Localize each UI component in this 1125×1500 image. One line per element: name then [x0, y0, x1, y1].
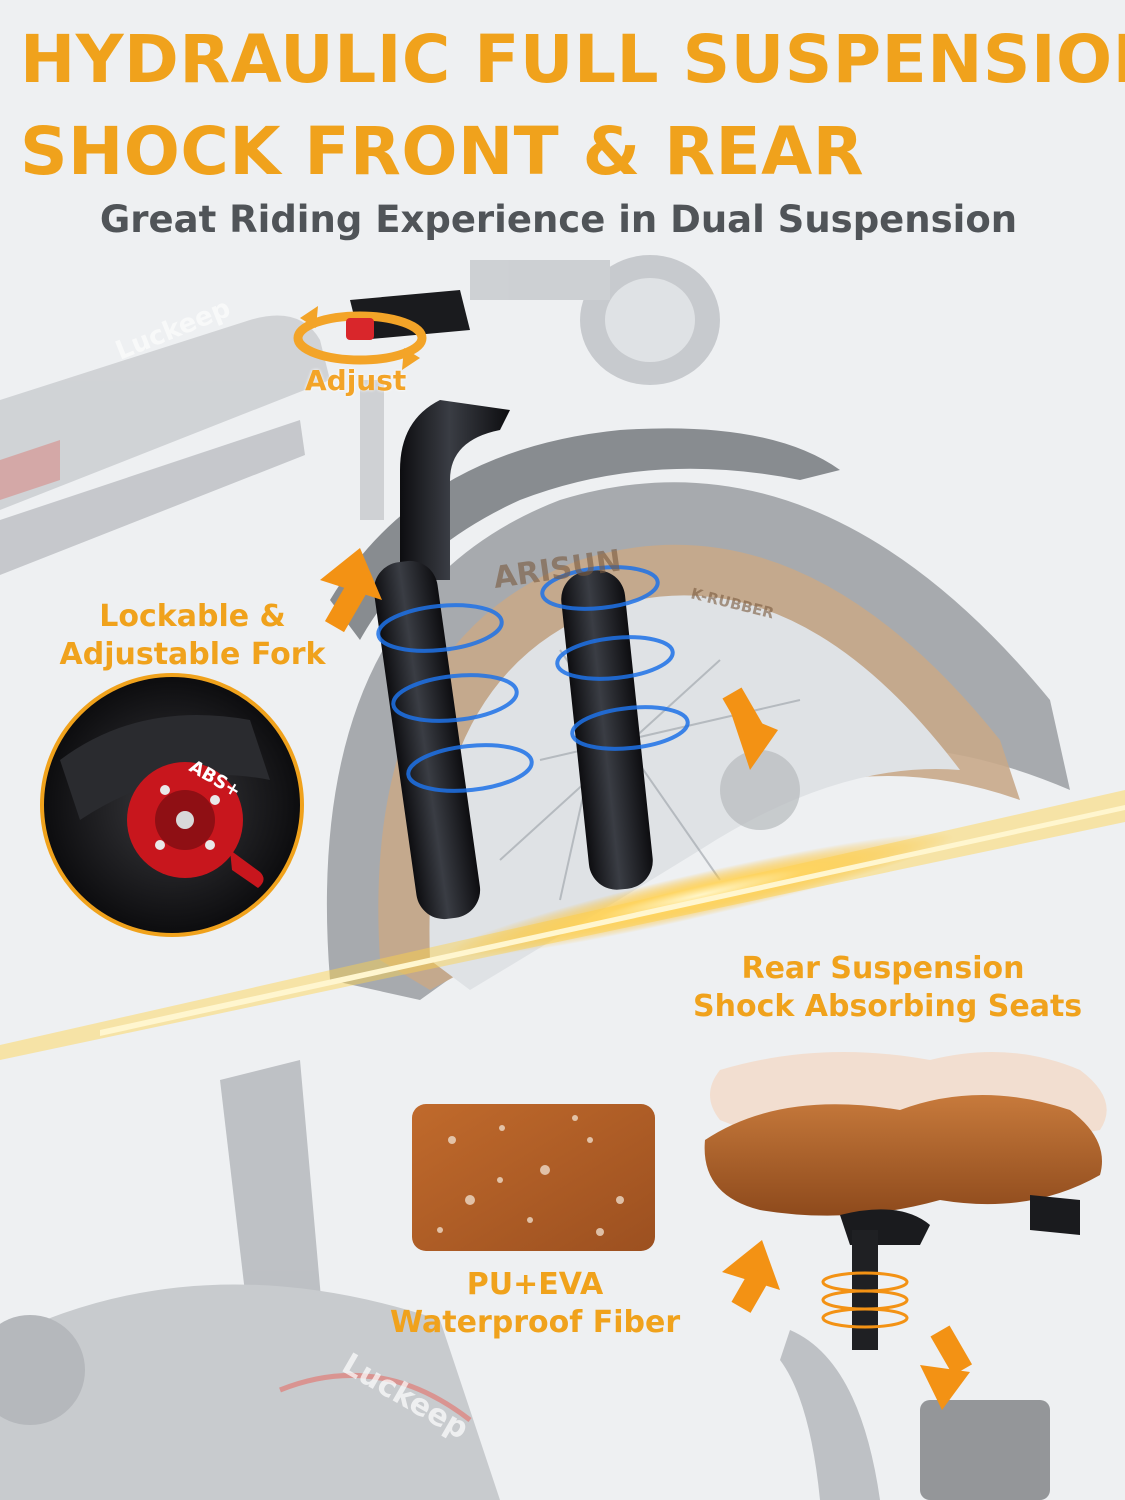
spring-rings	[376, 565, 690, 793]
leather-swatch	[412, 1104, 655, 1251]
bike-frame-bottom	[0, 1060, 1050, 1500]
headlight	[470, 255, 720, 385]
bike-frame-top	[0, 315, 330, 575]
rear-callout-line-1: Rear Suspension	[741, 951, 1025, 986]
fiber-callout-line-2: Waterproof Fiber	[390, 1305, 681, 1340]
fiber-callout-line-1: PU+EVA	[466, 1267, 604, 1302]
fork-stem	[350, 290, 510, 580]
subheadline: Great Riding Experience in Dual Suspensi…	[99, 198, 1018, 241]
rear-callout-line-2: Shock Absorbing Seats	[693, 989, 1083, 1024]
rear-suspension-callout: Rear Suspension Shock Absorbing Seats	[693, 950, 1083, 1026]
fork-callout-line-1: Lockable &	[99, 599, 286, 634]
fork-leg-right	[561, 570, 653, 890]
arrow-up-fork	[320, 548, 382, 633]
arrow-up-seat	[722, 1240, 780, 1313]
fiber-callout: PU+EVA Waterproof Fiber	[390, 1266, 680, 1342]
headline: HYDRAULIC FULL SUSPENSION SHOCK FRONT & …	[20, 14, 1125, 198]
headline-line-1: HYDRAULIC FULL SUSPENSION	[20, 21, 1125, 98]
light-streak	[0, 790, 1125, 1060]
arrow-down-fork	[722, 687, 778, 770]
saddle	[704, 1052, 1107, 1350]
headline-line-2: SHOCK FRONT & REAR	[20, 113, 865, 190]
adjust-rotate-icon	[293, 306, 427, 370]
front-tire	[326, 482, 1070, 1000]
fender	[330, 428, 840, 640]
adjust-label: Adjust	[305, 364, 407, 397]
fork-knob-inset	[40, 673, 304, 937]
fork-callout-line-2: Adjustable Fork	[59, 637, 326, 672]
arrow-down-seat	[920, 1325, 973, 1410]
fork-callout: Lockable & Adjustable Fork	[50, 598, 335, 674]
